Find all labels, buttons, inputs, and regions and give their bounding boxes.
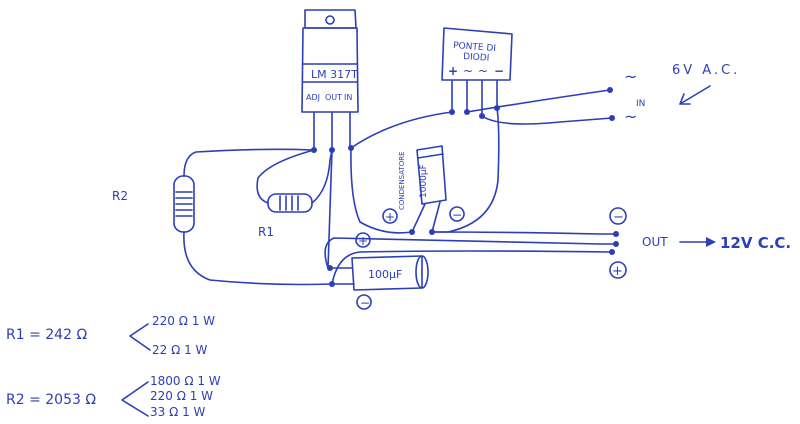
capacitor-1000uf-value: 1000μF [419, 164, 429, 198]
ac-input: ~ ~ 6V A.C. IN [466, 63, 740, 126]
capacitor-1000uf-plus-mark [382, 208, 398, 224]
svg-text:+: + [612, 264, 623, 279]
capacitor-1000uf-body [416, 145, 447, 205]
r1-part-1: 220 Ω 1 W [152, 314, 215, 328]
resistor-r1: R1 [258, 193, 313, 239]
output-plus-terminal [613, 241, 619, 247]
svg-text:+: + [358, 234, 368, 248]
capacitor-1000uf-caption: CONDENSATORE [398, 151, 406, 210]
regulator-heatsink [304, 9, 357, 29]
lm317-regulator: LM 317T ADJ OUT IN [301, 9, 359, 153]
regulator-body [301, 27, 359, 113]
bridge-pin-minus-label: − [494, 64, 504, 78]
r1-bracket [129, 323, 151, 351]
svg-text:+: + [385, 210, 395, 224]
output-block: − + OUT 12V C.C. [609, 207, 791, 279]
r1-part-2: 22 Ω 1 W [152, 343, 208, 357]
ac-tilde-top: ~ [624, 67, 637, 86]
capacitor-1000uf: 1000μF CONDENSATORE + − [382, 145, 465, 235]
regulator-part-label: LM 317T [311, 68, 358, 81]
svg-text:−: − [360, 296, 370, 310]
ac-input-terminal-1 [607, 87, 613, 93]
wiring [183, 107, 619, 287]
ac-input-in-label: IN [636, 99, 645, 109]
ac-input-label: 6V A.C. [672, 63, 740, 78]
regulator-pin-in-label: IN [344, 93, 352, 102]
regulator-pin-adj-label: ADJ [306, 93, 320, 102]
output-value: 12V C.C. [720, 234, 791, 252]
resistor-notes: R1 = 242 Ω 220 Ω 1 W 22 Ω 1 W R2 = 2053 … [6, 314, 221, 419]
bridge-pin-plus-label: + [448, 64, 458, 78]
regulator-pin-out-label: OUT [325, 93, 342, 102]
r2-total-note: R2 = 2053 Ω [6, 392, 96, 408]
bridge-pin-ac1-label: ~ [463, 64, 473, 78]
r1-total-note: R1 = 242 Ω [6, 327, 87, 343]
output-plus-mark [609, 261, 627, 279]
capacitor-100uf: 100μF + − [329, 232, 429, 310]
bridge-title-1: PONTE DI [453, 41, 496, 54]
diode-bridge: PONTE DI DIODI + ~ ~ − [441, 27, 513, 119]
r2-bracket [121, 381, 149, 417]
resistor-r1-body [267, 193, 313, 213]
output-minus-terminal [613, 231, 619, 237]
output-label: OUT [642, 235, 668, 249]
svg-text:−: − [452, 208, 462, 222]
output-minus-mark [609, 207, 627, 225]
ac-input-terminal-2 [609, 115, 615, 121]
capacitor-100uf-plus-mark [355, 232, 371, 248]
bridge-pin-ac2-label: ~ [478, 64, 488, 78]
regulator-mount-hole [325, 15, 335, 25]
capacitor-1000uf-minus-mark [449, 206, 465, 222]
r2-part-2: 220 Ω 1 W [150, 389, 213, 403]
resistor-r2-label: R2 [112, 189, 128, 203]
ac-tilde-bottom: ~ [624, 107, 637, 126]
svg-text:−: − [613, 210, 624, 225]
resistor-r2: R2 [112, 175, 195, 233]
capacitor-100uf-minus-mark [356, 294, 372, 310]
bridge-title-2: DIODI [463, 52, 490, 64]
resistor-r1-label: R1 [258, 225, 274, 239]
ac-input-arrow [679, 85, 711, 105]
capacitor-100uf-value: 100μF [368, 268, 402, 281]
r2-part-3: 33 Ω 1 W [150, 405, 206, 419]
bridge-body [441, 27, 513, 81]
r2-part-1: 1800 Ω 1 W [150, 374, 221, 388]
